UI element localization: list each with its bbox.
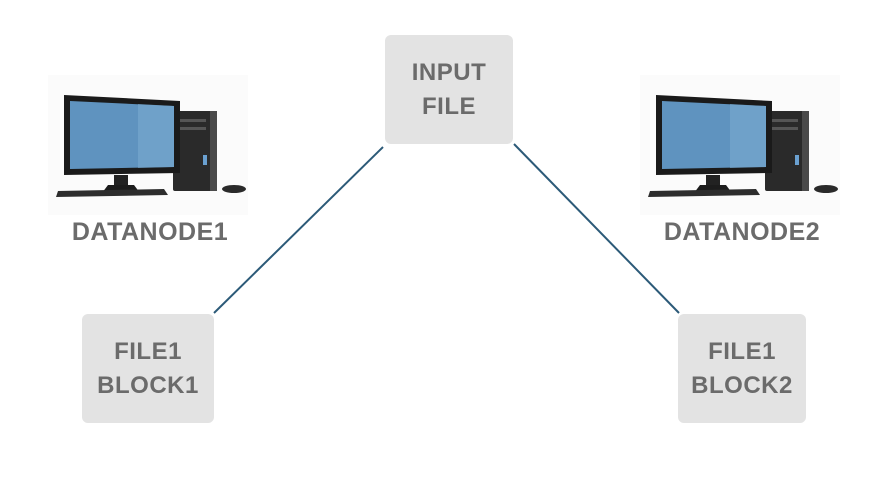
- block2-line2: BLOCK2: [691, 371, 793, 399]
- file1-block1-box: FILE1 BLOCK1: [82, 314, 214, 423]
- desktop-computer-icon: [48, 75, 248, 215]
- datanode1-label: DATANODE1: [71, 218, 229, 246]
- block1-line1: FILE1: [114, 337, 182, 365]
- input-file-line2: FILE: [422, 92, 476, 120]
- connector-input-to-block1: [213, 146, 384, 314]
- datanode2-label: DATANODE2: [663, 218, 821, 246]
- block1-line2: BLOCK1: [97, 371, 199, 399]
- input-file-box: INPUT FILE: [385, 35, 513, 144]
- file1-block2-box: FILE1 BLOCK2: [678, 314, 806, 423]
- block2-line1: FILE1: [708, 337, 776, 365]
- input-file-line1: INPUT: [411, 58, 487, 86]
- connector-input-to-block2: [513, 143, 680, 314]
- desktop-computer-icon: [640, 75, 840, 215]
